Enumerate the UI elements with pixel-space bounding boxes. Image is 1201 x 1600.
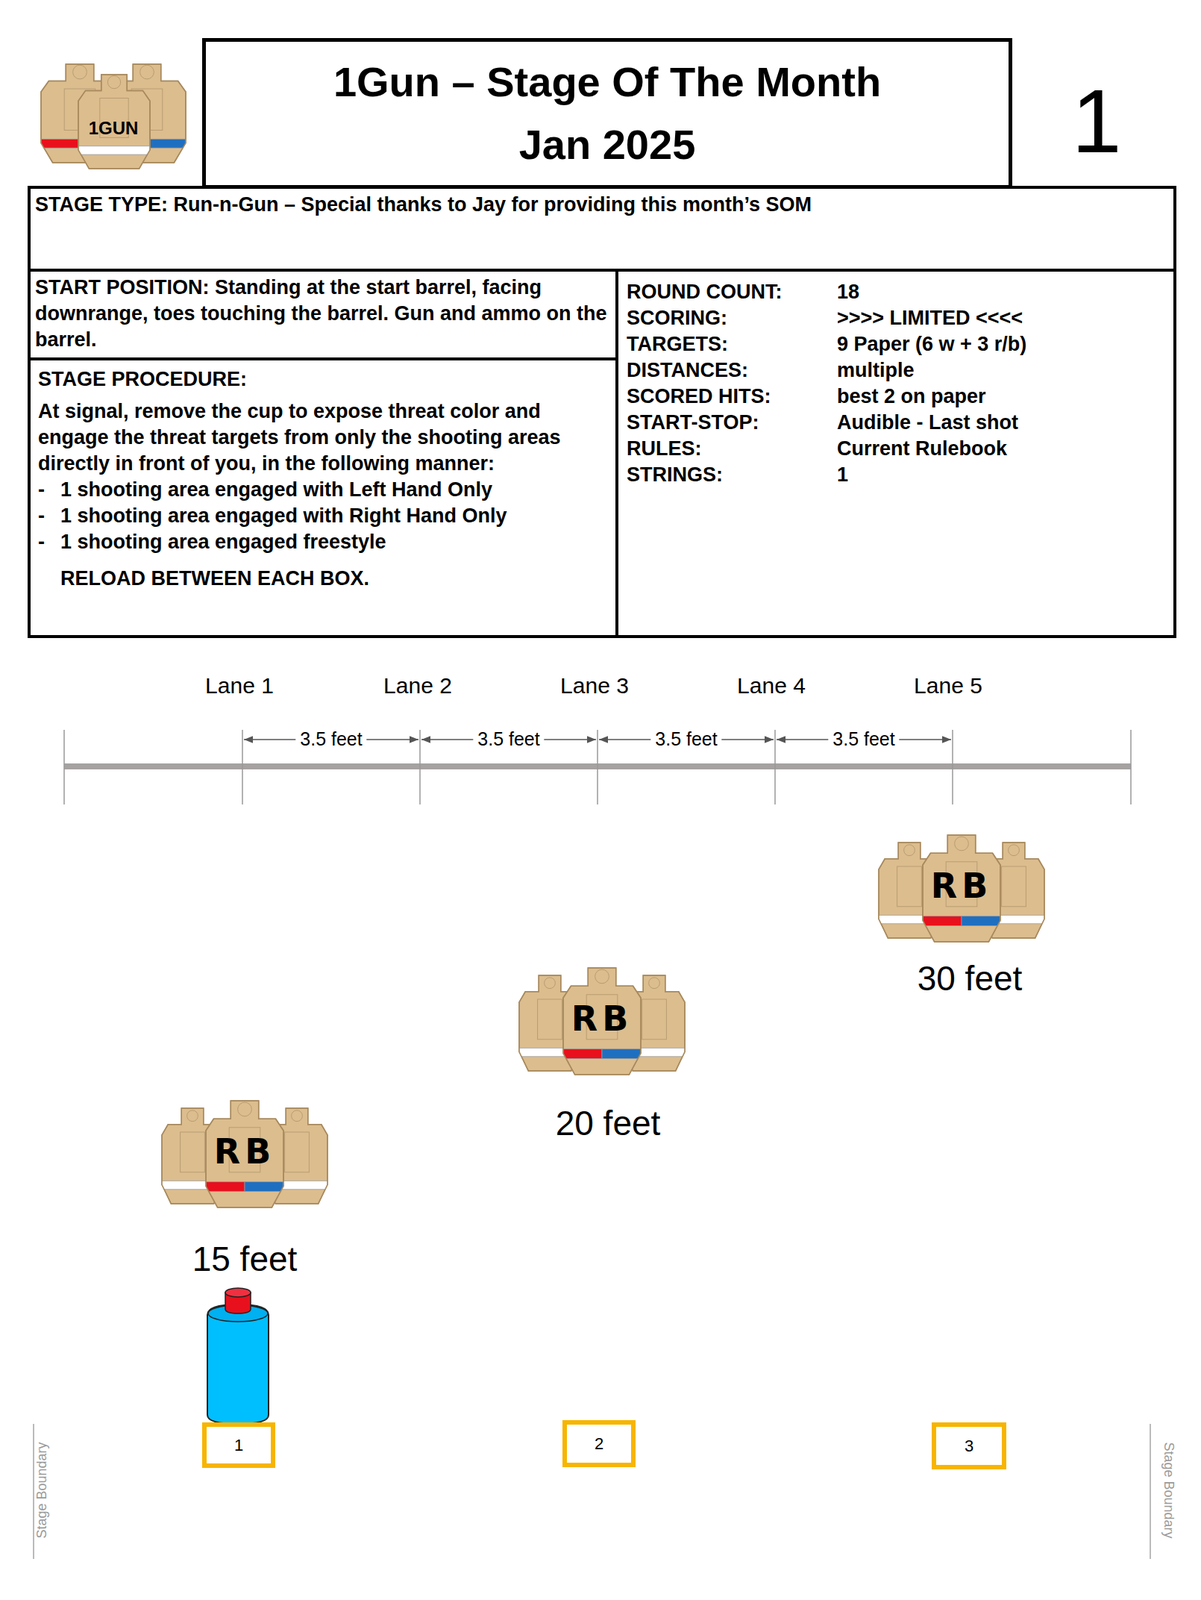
node-text: RULES: <box>626 435 837 462</box>
lane-label: Lane 4 <box>737 672 806 698</box>
paper-target <box>563 967 641 1075</box>
paper-target <box>78 74 150 169</box>
lane-label: Lane 5 <box>913 672 983 698</box>
node-text: - <box>38 476 61 503</box>
title-box: 1Gun – Stage Of The MonthJan 2025 <box>202 38 1013 189</box>
node-text: SCORING: <box>626 305 837 332</box>
node-text: 18 <box>836 278 1166 306</box>
lane-tick <box>419 729 421 805</box>
boundary-label: Stage Boundary <box>35 1441 50 1538</box>
logo-text: 1GUN <box>88 118 139 139</box>
dimension-label: 3.5 feet <box>650 728 722 750</box>
target-array <box>519 967 685 1075</box>
node-text: STAGE PROCEDURE: <box>38 366 608 393</box>
node-text: >>>> LIMITED <<<< <box>836 305 1166 332</box>
node-text: STAGE TYPE: Run-n-Gun – Special thanks t… <box>35 191 1169 218</box>
node-text: START POSITION: Standing at the start ba… <box>35 274 611 353</box>
stage-number: 1 <box>1071 71 1122 171</box>
stage-type-box: STAGE TYPE: Run-n-Gun – Special thanks t… <box>27 185 1177 272</box>
node-text: Jan 2025 <box>213 113 1002 177</box>
node-text: STRINGS: <box>626 461 837 488</box>
node-text: - <box>38 528 61 555</box>
target-label: RB <box>571 999 633 1038</box>
dimension-label: 3.5 feet <box>828 728 899 750</box>
node-text: At signal, remove the cup to expose thre… <box>38 398 608 477</box>
target-label: RB <box>214 1132 276 1171</box>
distance-label: 20 feet <box>555 1104 661 1143</box>
node-text: SCORED HITS: <box>626 383 837 410</box>
logo <box>41 64 186 169</box>
target-array <box>878 834 1045 942</box>
node-text: 1 shooting area engaged with Left Hand O… <box>38 476 608 503</box>
node-text: multiple <box>836 357 1166 384</box>
node-text: 1Gun – Stage Of The Month <box>213 50 1002 114</box>
lane-label: Lane 2 <box>383 672 453 698</box>
lane-tick <box>951 729 954 805</box>
distance-label: 15 feet <box>192 1239 298 1278</box>
lane-label: Lane 1 <box>205 672 274 698</box>
boundary-label: Stage Boundary <box>1160 1441 1176 1538</box>
node-text: 3 <box>964 1435 974 1456</box>
lane-tick <box>1130 729 1132 805</box>
paper-target <box>922 834 1001 942</box>
node-text: 9 Paper (6 w + 3 r/b) <box>836 331 1166 358</box>
start-position-box: START POSITION: Standing at the start ba… <box>27 268 619 361</box>
node-text: Current Rulebook <box>836 435 1166 462</box>
node-text: TARGETS: <box>626 331 837 358</box>
node-text: ROUND COUNT: <box>626 278 837 306</box>
shooting-box: 2 <box>562 1419 636 1467</box>
info-box: ROUND COUNT:18SCORING:>>>> LIMITED <<<<T… <box>615 268 1177 638</box>
node-text: 2 <box>594 1433 604 1454</box>
target-array <box>161 1100 328 1207</box>
node-text: START-STOP: <box>626 409 837 436</box>
target-label: RB <box>930 866 993 905</box>
lane-tick <box>774 729 776 805</box>
start-barrel <box>207 1287 269 1424</box>
node-text: 1 shooting area engaged with Right Hand … <box>38 502 608 529</box>
distance-label: 30 feet <box>917 959 1023 998</box>
node-text: 1 <box>234 1435 244 1455</box>
shooting-box: 1 <box>202 1421 276 1468</box>
node-text: RELOAD BETWEEN EACH BOX. <box>38 565 608 592</box>
procedure-box: STAGE PROCEDURE: At signal, remove the cu… <box>27 357 619 638</box>
lane-label: Lane 3 <box>560 672 629 698</box>
node-text: 1 <box>836 461 1166 488</box>
lane-tick <box>63 729 65 805</box>
paper-target <box>205 1100 284 1207</box>
dimension-label: 3.5 feet <box>472 728 544 750</box>
lane-tick <box>241 729 244 805</box>
dimension-label: 3.5 feet <box>295 728 367 750</box>
shooting-box: 3 <box>931 1421 1007 1469</box>
node-text: - <box>38 502 61 529</box>
lane-tick <box>596 729 599 805</box>
node-text: best 2 on paper <box>836 383 1166 410</box>
boundary-line <box>32 1423 35 1559</box>
node-text: 1 shooting area engaged freestyle <box>38 528 608 555</box>
node-text: Audible - Last shot <box>836 409 1166 436</box>
node-text: DISTANCES: <box>626 357 837 384</box>
boundary-line <box>1149 1423 1152 1559</box>
